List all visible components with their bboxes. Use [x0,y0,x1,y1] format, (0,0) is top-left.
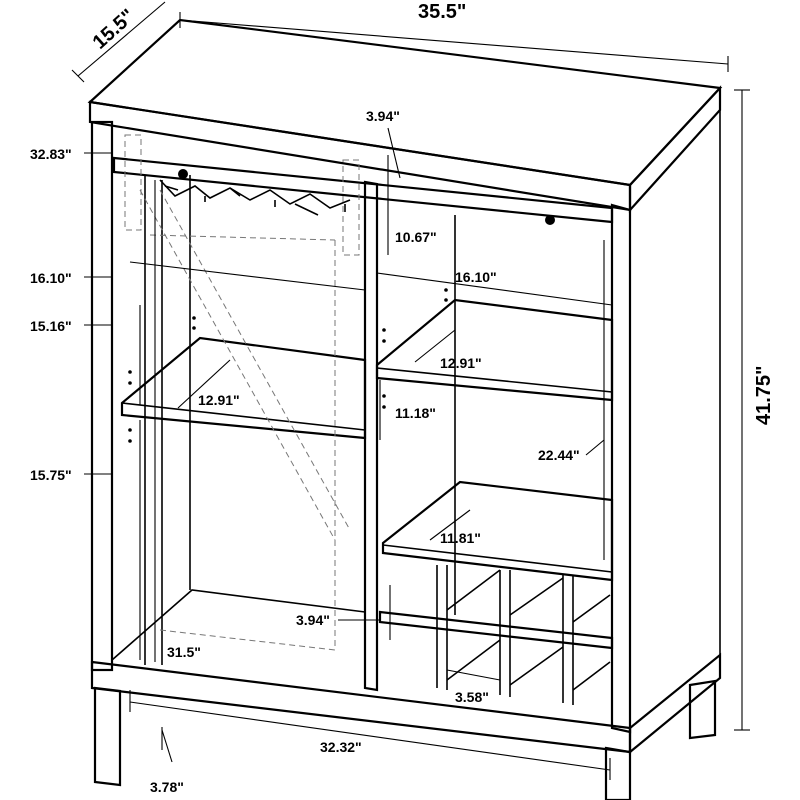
label-upper-cubby-height: 10.67" [395,229,437,245]
label-middle-cubby-height: 11.18" [395,405,436,421]
base-plinth-side [628,652,722,755]
label-right-shelf-depth: 12.91" [440,355,482,371]
label-right-section-height: 22.44" [538,447,580,463]
front-right-leg [604,746,632,800]
dimension-lines [71,1,750,780]
label-leg-height: 3.78" [150,779,184,795]
label-depth-top: 15.5" [89,5,140,54]
label-left-inner-width: 16.10" [30,270,72,286]
center-divider [363,180,379,692]
cabinet-drawing [87,18,723,800]
right-side-panel [610,203,632,734]
sliding-door-outline [139,189,351,651]
label-left-side-depth: 15.16" [30,318,72,334]
shelf-pin-holes [128,288,448,443]
label-left-opening-height: 31.5" [167,644,201,660]
label-rail-gap: 3.94" [366,108,400,124]
back-right-leg [688,679,717,740]
label-rack-offset: 32.83" [30,146,72,162]
right-side-back-edge [629,109,721,211]
label-width-top: 35.5" [418,1,466,23]
cabinet-top [87,18,723,187]
wine-rack [378,565,614,705]
label-lower-left-height: 15.75" [30,467,72,483]
label-left-shelf-depth: 12.91" [198,392,240,408]
left-side-panel [90,120,114,672]
front-left-leg [93,686,122,787]
label-wine-rail-gap: 3.94" [296,612,330,628]
label-height-total: 41.75" [753,365,775,425]
rail-wheel-right [545,215,555,225]
stemware-rack [159,179,351,216]
right-lower-shelf [381,480,614,582]
left-shelf [120,336,367,440]
right-bracket [342,159,360,256]
cabinet-top-front [88,100,632,212]
cabinet-top-side [628,85,722,213]
left-bracket [124,134,142,231]
door-rail [112,156,614,224]
label-base-width: 32.32" [320,739,362,755]
label-right-inner-width: 16.10" [455,269,497,285]
right-upper-shelf [375,298,614,402]
label-wine-cell-width: 3.58" [455,689,489,705]
left-bottom-panel [111,589,366,661]
label-lower-shelf-depth: 11.81" [440,530,481,546]
dimension-labels: 35.5" 15.5" 41.75" 32.83" 3.94" 10.67" 1… [30,1,775,795]
rail-wheel-left [178,169,188,179]
